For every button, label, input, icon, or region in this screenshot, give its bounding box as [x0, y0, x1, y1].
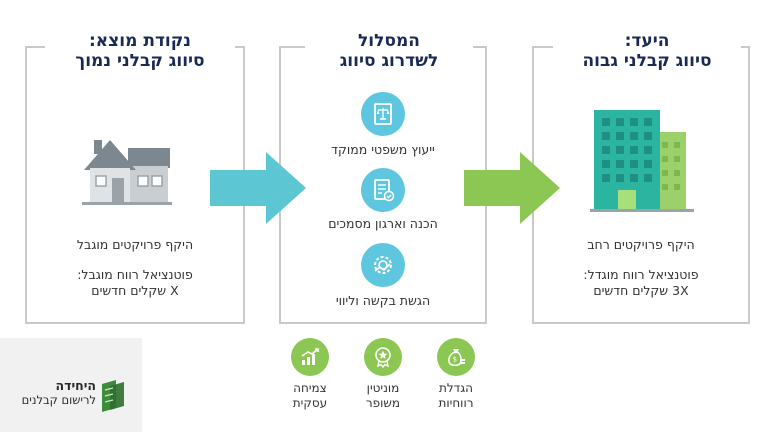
star-badge-icon: [364, 338, 402, 376]
growth-chart-icon: [291, 338, 329, 376]
goal-scope-text: היקף פרויקטים רחב: [587, 237, 695, 252]
origin-profit-text: פוטנציאל רווח מוגבל: X שקלים חדשים: [77, 267, 193, 298]
path-title: המסלול לשדרוג סיווג: [305, 31, 473, 71]
gear-handshake-icon: [361, 243, 405, 287]
document-check-icon: [361, 168, 405, 212]
goal-profit-text: פוטנציאל רווח מוגדל: 3X שקלים חדשים: [583, 267, 699, 298]
svg-text:$: $: [453, 356, 457, 364]
origin-title: נקודת מוצא: סיווג קבלני נמוך: [45, 31, 235, 71]
money-bag-icon: $: [437, 338, 475, 376]
blue-arrow-icon: [210, 152, 306, 224]
legal-book-icon: [361, 92, 405, 136]
logo-text: היחידה לרישום קבלנים: [21, 378, 96, 407]
logo-area: היחידה לרישום קבלנים: [0, 338, 142, 432]
building-icon: [590, 110, 694, 212]
path-step-3-label: הגשת בקשה וליווי: [335, 293, 431, 308]
house-icon: [82, 140, 172, 205]
logo-mark-icon: [102, 380, 124, 412]
benefit-growth-label: צמיחה עסקית: [292, 381, 328, 410]
goal-title: היעד: סיווג קבלני גבוה: [553, 31, 741, 71]
benefit-profit-label: הגדלת רווחיות: [438, 381, 474, 410]
origin-scope-text: היקף פרויקטים מוגבל: [76, 237, 194, 252]
path-step-2-label: הכנה וארגון מסמכים: [328, 216, 438, 231]
benefit-reputation-label: מוניטין משופר: [365, 381, 401, 410]
green-arrow-icon: [464, 152, 560, 224]
path-step-1-label: ייעוץ משפטי ממוקד: [331, 142, 435, 157]
